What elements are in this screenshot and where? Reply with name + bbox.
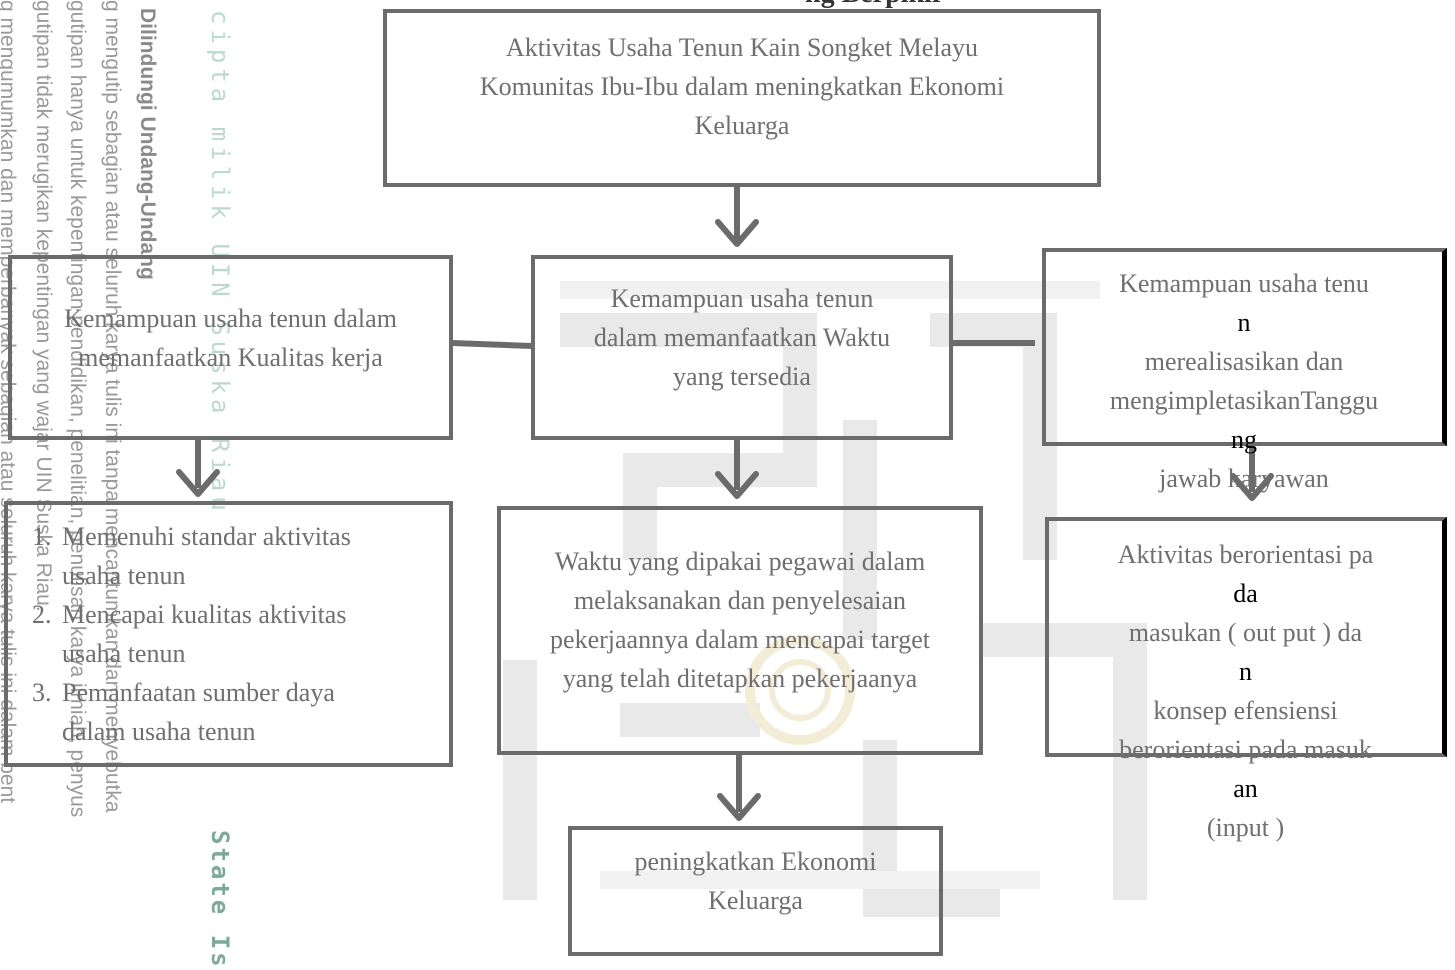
node-text-line: Kemampuan usaha tenun <box>610 284 874 313</box>
uin-logo-watermark <box>503 281 1147 917</box>
node-text-line: merealisasikan dan <box>1144 347 1344 376</box>
node-text-line: Waktu yang dipakai pegawai dalam <box>554 547 926 576</box>
arrowhead <box>715 471 759 499</box>
node-text-line: Keluarga <box>708 886 803 915</box>
arrowhead <box>717 793 761 821</box>
list-item: 2. Mencapai kualitas aktivitas usaha ten… <box>32 600 347 668</box>
watermark-law-line: g mengutip sebagian atau seluruh karya t… <box>101 0 124 813</box>
list-item: 1. Memenuhi standar aktivitas usaha tenu… <box>32 522 351 590</box>
node-text-line: yang telah ditetapkan pekerjaanya <box>562 664 918 693</box>
node-text-line: melaksanakan dan penyelesaian <box>573 586 907 615</box>
watermark-law-line: gutipan hanya untuk kepentingan pendidik… <box>66 0 89 818</box>
node-text-line: jawab karyawan <box>1159 464 1329 493</box>
arrowhead <box>176 469 220 497</box>
node-text-line: Aktivitas Usaha Tenun Kain Songket Melay… <box>505 33 979 62</box>
node-text-line: Kemampuan usaha tenun dalam <box>64 304 397 333</box>
arrowhead <box>715 219 759 247</box>
node-text-line: (input ) <box>1206 813 1285 842</box>
arrowhead <box>1230 473 1274 501</box>
node-text-line: pekerjaannya dalam mencapai target <box>550 625 930 654</box>
node-text-line: Keluarga <box>694 111 790 140</box>
link-left-center <box>451 340 533 349</box>
node-text-line: peningkatkan Ekonomi <box>634 847 877 876</box>
node-family-economy: peningkatkan Ekonomi Keluarga <box>568 826 943 956</box>
node-time-utilization: Kemampuan usaha tenun dalam memanfaatkan… <box>531 255 953 440</box>
node-quality-indicators: 1. Memenuhi standar aktivitas usaha tenu… <box>4 501 453 767</box>
node-text-line: dalam memanfaatkan Waktu <box>593 323 891 352</box>
node-text-line: yang tersedia <box>673 362 811 391</box>
watermark-copyright-text: cipta milik UIN Suska Riau <box>206 10 234 516</box>
node-text-line: Komunitas Ibu-Ibu dalam meningkatkan Eko… <box>479 72 1005 101</box>
node-main-activity: Aktivitas Usaha Tenun Kain Songket Melay… <box>383 9 1101 187</box>
list-item: 3. Pemanfaatan sumber daya dalam usaha t… <box>32 678 335 746</box>
node-time-indicators: Waktu yang dipakai pegawai dalam melaksa… <box>497 506 983 755</box>
diagram-heading: ng Berpikir <box>805 0 944 10</box>
node-quality-of-work: Kemampuan usaha tenun dalam memanfaatkan… <box>8 255 453 440</box>
node-text-line: konsep efensiensi <box>1153 696 1338 725</box>
node-text-line: memanfaatkan Kualitas kerja <box>78 343 383 372</box>
diagram-connectors <box>176 186 1274 821</box>
watermark-law-line: gutipan tidak merugikan kepentingan yang… <box>32 0 55 612</box>
watermark-law-title: Dilindungi Undang-Undang <box>136 8 159 280</box>
